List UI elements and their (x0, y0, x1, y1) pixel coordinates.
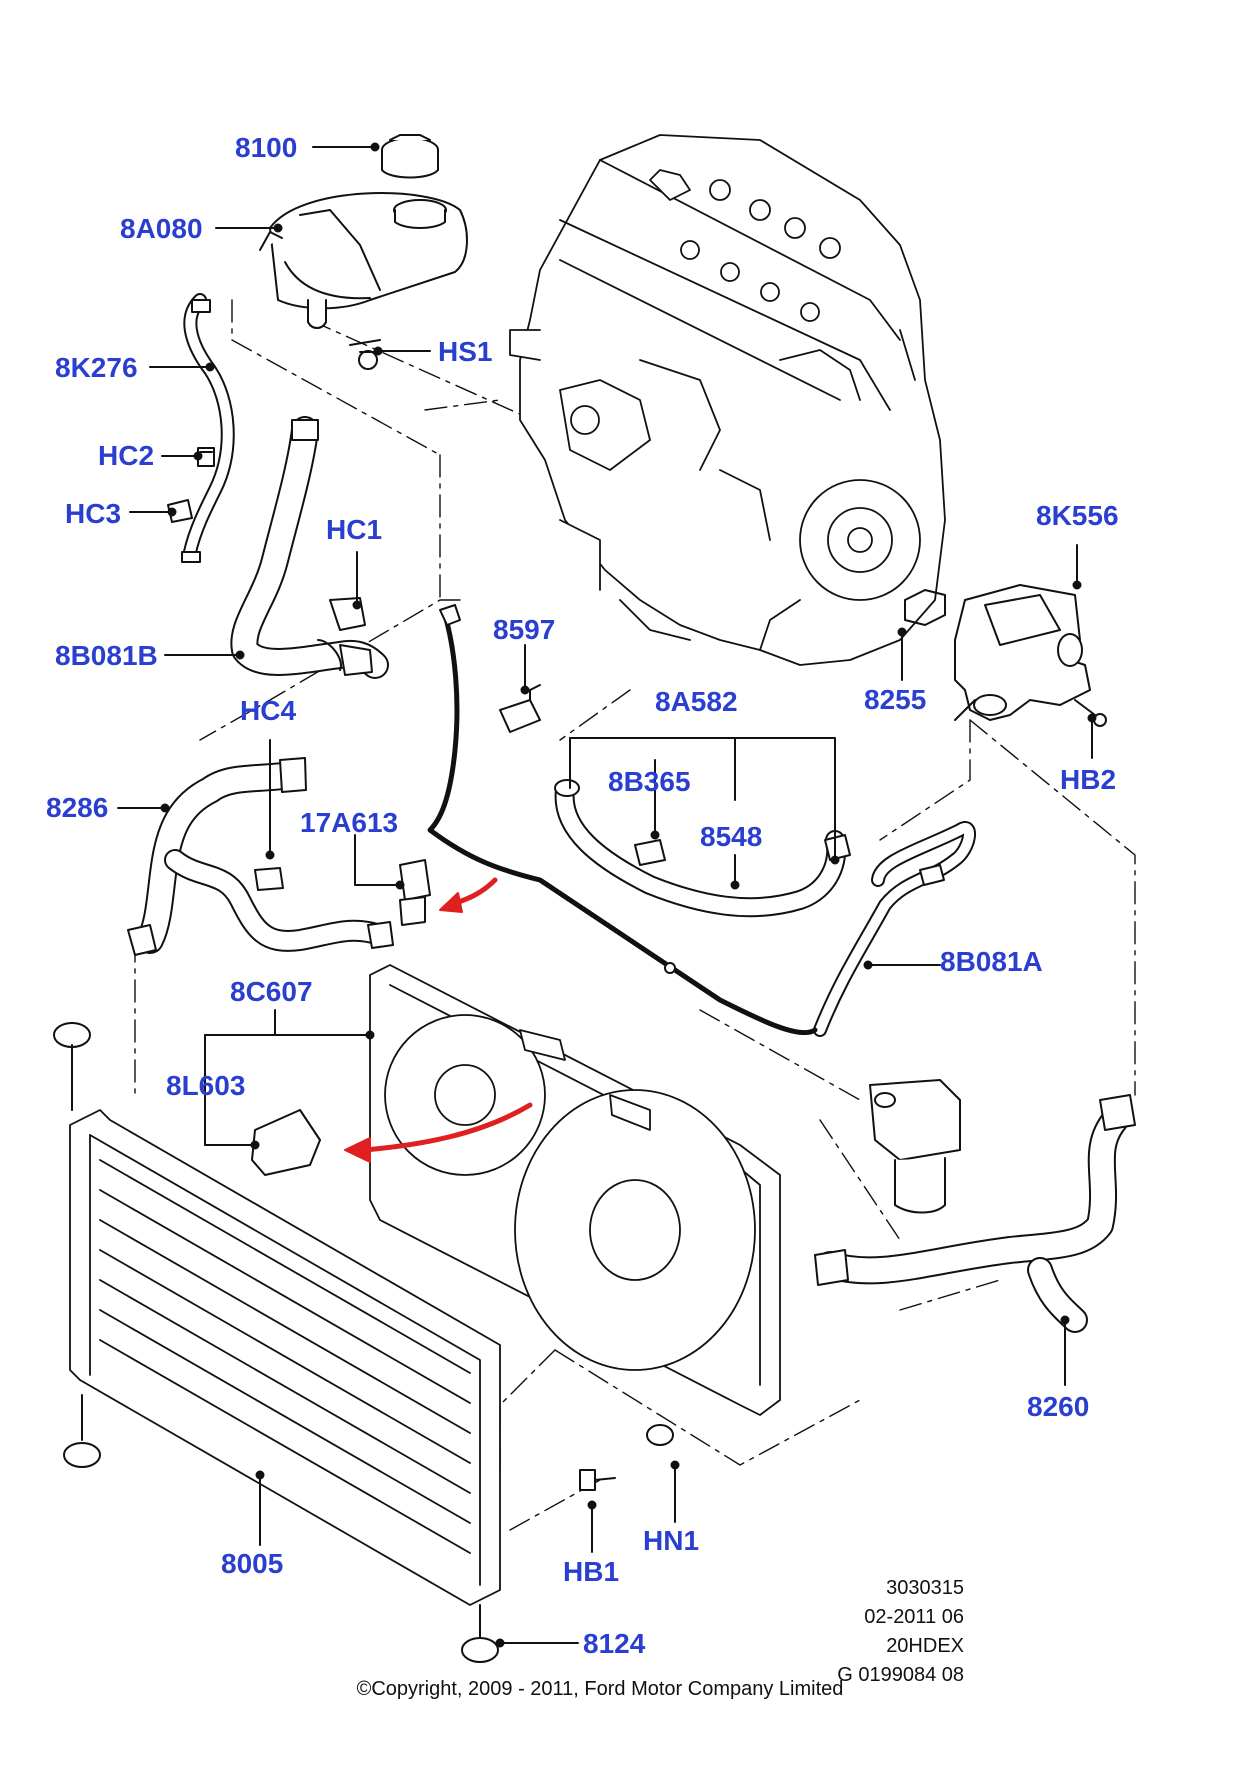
connector-17A613 (399, 859, 431, 926)
nut-HN1 (646, 1424, 674, 1446)
label-HB2: HB2 (1060, 764, 1117, 795)
clamp-8A582 (554, 779, 580, 797)
mount-8124 (461, 1604, 499, 1663)
label-8C607: 8C607 (230, 976, 313, 1007)
label-8B365: 8B365 (608, 766, 691, 797)
engine-block (509, 134, 946, 666)
hose-8B081B (230, 416, 389, 679)
expansion-tank (259, 192, 468, 329)
label-17A613: 17A613 (300, 807, 399, 838)
label-HC1: HC1 (326, 514, 383, 545)
label-8L603: 8L603 (166, 1070, 246, 1101)
label-8548: 8548 (700, 821, 763, 852)
radiator (69, 1109, 501, 1606)
bolt-HS1 (349, 339, 381, 370)
mount-upper-left (53, 1022, 91, 1111)
hose-8B081A (813, 821, 977, 1037)
thermostat-housing (954, 584, 1091, 721)
label-HC2: HC2 (98, 440, 155, 471)
label-8260: 8260 (1027, 1391, 1090, 1422)
resistor-8L603 (251, 1109, 321, 1176)
hose-8548 (554, 780, 851, 918)
leader-lines (117, 142, 1097, 1648)
bolt-HB1 (579, 1469, 616, 1491)
mount-lower-left (63, 1394, 101, 1468)
clip-HC4 (254, 867, 284, 891)
label-HN1: HN1 (643, 1525, 700, 1556)
label-HB1: HB1 (563, 1556, 620, 1587)
label-HC3: HC3 (65, 498, 122, 529)
label-8124: 8124 (583, 1628, 646, 1659)
graphic-id: G 0199084 08 (837, 1664, 964, 1686)
hose-8K276 (181, 293, 235, 563)
label-8286: 8286 (46, 792, 109, 823)
label-8005: 8005 (221, 1548, 284, 1579)
copyright-notice: ©Copyright, 2009 - 2011, Ford Motor Comp… (356, 1678, 844, 1700)
clip-HC3 (167, 499, 193, 523)
label-8K556: 8K556 (1036, 500, 1119, 531)
label-8A080: 8A080 (120, 213, 203, 244)
red-arrows (344, 877, 533, 1163)
label-HS1: HS1 (438, 336, 493, 367)
label-8B081B: 8B081B (55, 640, 158, 671)
label-HC4: HC4 (240, 695, 297, 726)
clip-8B365 (634, 839, 666, 866)
bleed-pipe (427, 604, 818, 1036)
label-8597: 8597 (493, 614, 556, 645)
label-8100: 8100 (235, 132, 298, 163)
ref-number: 3030315 (886, 1577, 964, 1599)
model-code: 20HDEX (886, 1635, 964, 1657)
fan-shroud (369, 964, 781, 1416)
sensor-8597 (499, 684, 541, 733)
hose-8286 (127, 757, 394, 956)
label-8B081A: 8B081A (940, 946, 1043, 977)
gasket-8255 (904, 589, 946, 626)
oil-cooler (869, 1079, 961, 1214)
filler-cap (381, 134, 439, 179)
label-8K276: 8K276 (55, 352, 138, 383)
label-8255: 8255 (864, 684, 927, 715)
date-code: 02-2011 06 (864, 1606, 964, 1628)
hose-8260 (814, 1094, 1136, 1333)
label-8A582: 8A582 (655, 686, 738, 717)
